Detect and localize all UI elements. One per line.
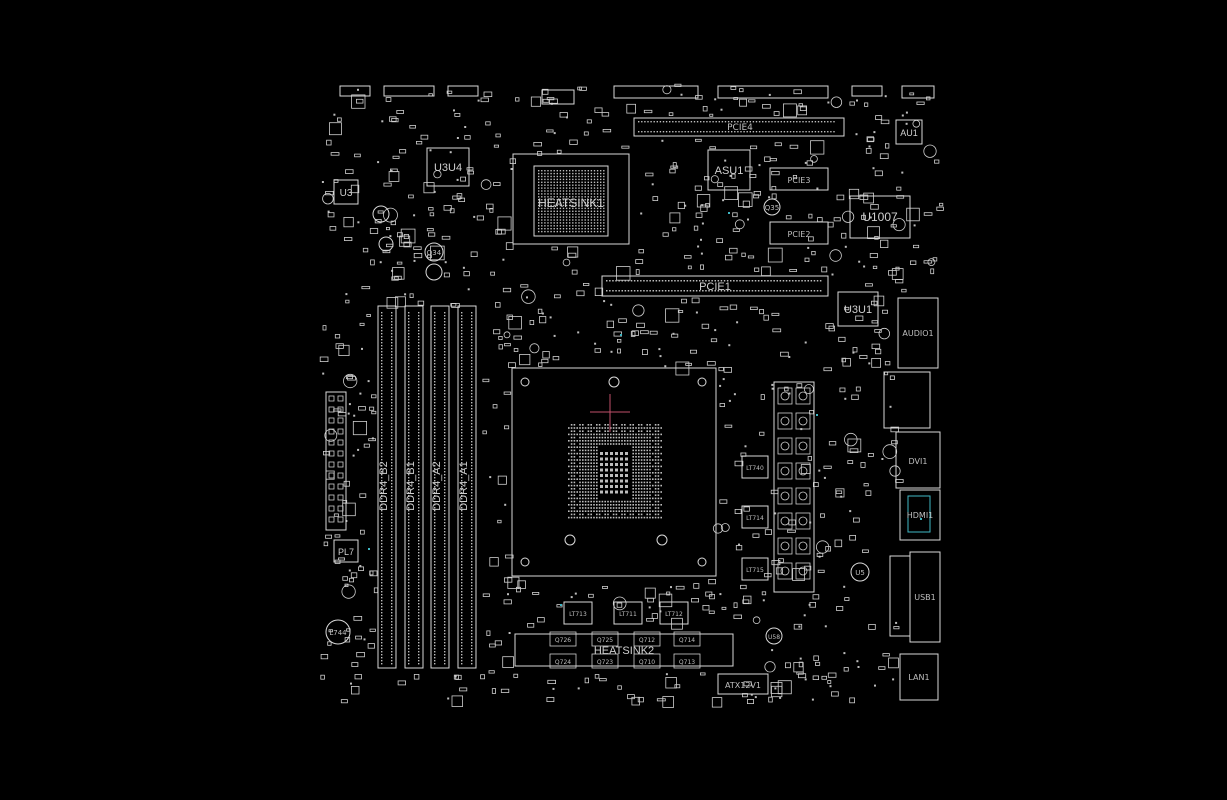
chip-asu1[interactable]: ASU1	[707, 149, 751, 191]
q726-label: Q726	[555, 637, 571, 644]
inductor-pl7[interactable]: PL7	[333, 539, 359, 563]
heatsink-bottom-label: HEATSINK2	[594, 645, 654, 657]
chip-u1007-label: U1007	[862, 210, 898, 224]
usb1-label: USB1	[914, 593, 936, 602]
lt712-label: LT712	[665, 611, 683, 618]
chip-u3u1[interactable]: U3U1	[837, 291, 879, 327]
chip-u3u1-label: U3U1	[844, 304, 872, 316]
lt711-label: LT711	[619, 611, 637, 618]
vrm-area[interactable]: LT740 LT714 LT715	[741, 381, 815, 593]
chip-asu1-label: ASU1	[715, 165, 744, 177]
mosfet-q34-label: Q34	[427, 249, 442, 257]
dimm-b1-label: DDR4_B1	[405, 461, 417, 511]
dvi1-label: DVI1	[909, 457, 928, 466]
cpu-land-grid	[568, 424, 662, 519]
pcie-slot-top[interactable]: PCIE4	[633, 117, 845, 137]
chip-u3u4-label: U3U4	[434, 162, 462, 174]
pcie4-label: PCIE4	[727, 123, 753, 133]
u5-label: U5	[855, 569, 865, 577]
mosfet-q34[interactable]: Q34	[372, 205, 444, 281]
q712-label: Q712	[639, 637, 655, 644]
q724-label: Q724	[555, 659, 571, 666]
audio1-label: AUDIO1	[902, 329, 933, 338]
rear-io-ports[interactable]: AUDIO1 DVI1 HDMI1 USB1 LAN1	[883, 297, 941, 701]
atx12v-connector[interactable]: ATX12V1	[717, 673, 769, 695]
cursor-crosshair	[590, 394, 630, 432]
lt740-label: LT740	[746, 465, 764, 472]
lan1-label: LAN1	[908, 673, 929, 682]
l744-label: L744	[329, 629, 347, 637]
top-connectors[interactable]	[339, 85, 935, 105]
pcie-slot-main[interactable]: PCIE1	[601, 275, 829, 297]
u58-label: U58	[768, 634, 780, 641]
heatsink-top-label: HEATSINK1	[538, 196, 604, 210]
q725-label: Q725	[597, 637, 613, 644]
q713-label: Q713	[679, 659, 695, 666]
mosfet-q35[interactable]: Q35	[763, 198, 781, 216]
pcie2-label: PCIE2	[788, 230, 811, 239]
chip-u3[interactable]: U3	[333, 179, 359, 205]
chip-u3-label: U3	[340, 188, 353, 199]
pl7-label: PL7	[338, 547, 354, 557]
vrm-heatsink[interactable]: LT713 LT711 LT712 HEATSINK2 Q726 Q725 Q7…	[514, 601, 734, 669]
chip-u58[interactable]: U58	[765, 627, 783, 645]
lt714-label: LT714	[746, 515, 764, 522]
chip-au1-label: AU1	[900, 128, 918, 138]
dimm-b2-label: DDR4_B2	[378, 461, 390, 511]
q710-label: Q710	[639, 659, 655, 666]
chip-u5[interactable]: U5	[850, 562, 870, 582]
chip-u1007[interactable]: U1007	[849, 195, 911, 239]
dimm-slots[interactable]: DDR4_B2 DDR4_B1 DDR4_A2 DDR4_A1	[377, 305, 477, 669]
dimm-a2-label: DDR4_A2	[431, 461, 443, 511]
atx-power-connector[interactable]	[325, 391, 347, 531]
mosfet-q35-label: Q35	[765, 204, 779, 212]
lt713-label: LT713	[569, 611, 587, 618]
chipset-heatsink[interactable]: HEATSINK1	[512, 153, 630, 245]
chip-u3u4[interactable]: U3U4	[426, 147, 470, 187]
pcie3-label: PCIE3	[788, 176, 811, 185]
dimm-a1-label: DDR4_A1	[458, 461, 470, 511]
atx12v1-label: ATX12V1	[725, 681, 761, 690]
pch-bga-grid	[538, 170, 605, 233]
pcie-x1-slots[interactable]: PCIE3 PCIE2	[769, 167, 829, 245]
hdmi1-label: HDMI1	[907, 511, 934, 520]
lt715-label: LT715	[746, 567, 764, 574]
cpu-socket[interactable]	[511, 367, 717, 577]
inductor-l744[interactable]: L744	[325, 619, 351, 645]
chip-au1[interactable]: AU1	[895, 119, 923, 145]
pcie1-label: PCIE1	[699, 281, 731, 293]
q723-label: Q723	[597, 659, 613, 666]
q714-label: Q714	[679, 637, 695, 644]
